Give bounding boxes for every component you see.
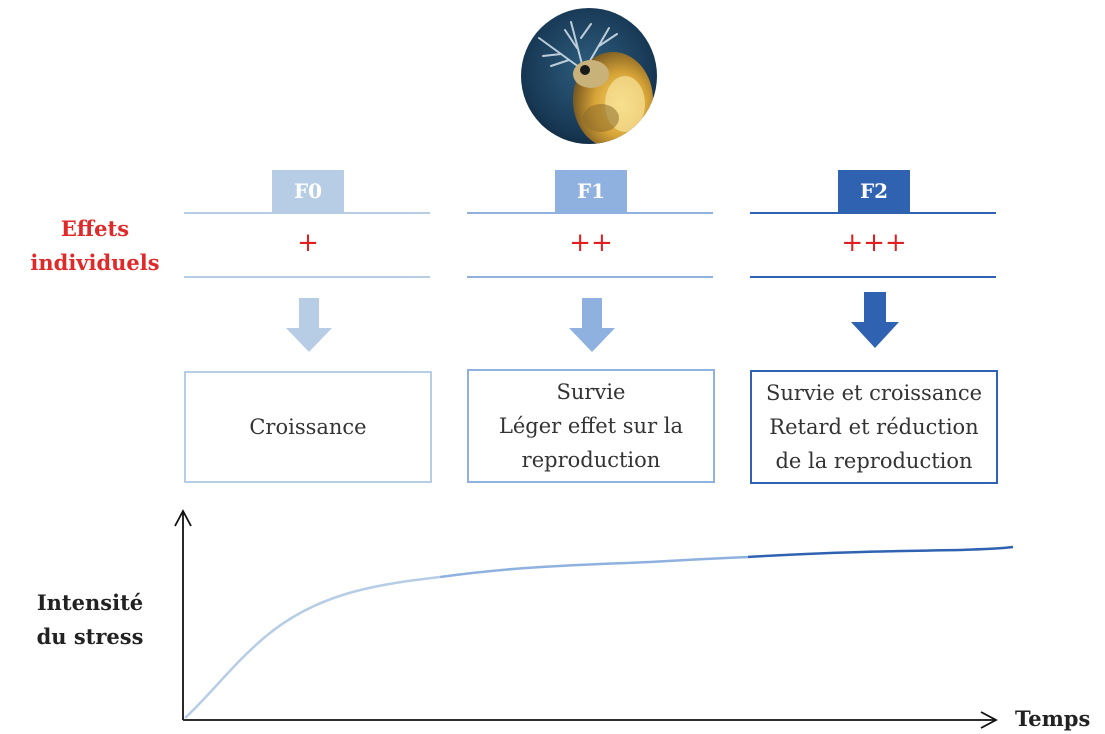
down-arrow-icon (850, 292, 900, 350)
effect-box-f1: Survie Léger effet sur la reproduction (467, 369, 715, 483)
curve-segment-f1 (439, 555, 749, 579)
stress-curve-chart (0, 500, 1105, 734)
y-axis-arrow-icon (174, 509, 192, 527)
generation-label-f1: F1 (555, 170, 627, 212)
x-axis-arrow-icon (980, 711, 998, 729)
down-arrow-icon (284, 298, 334, 354)
box-line: Léger effet sur la (498, 414, 684, 438)
generation-label-f2: F2 (838, 170, 910, 212)
effects-label: Effets individuels (30, 216, 160, 275)
effect-level-f0: + (297, 228, 319, 258)
divider-bottom-f1 (467, 276, 713, 278)
box-line: Survie et croissance (765, 381, 983, 405)
divider-top-f1 (467, 212, 713, 214)
box-line: reproduction (521, 448, 661, 472)
daphnia-photo (521, 8, 657, 144)
effect-level-f1: ++ (569, 228, 613, 258)
curve-segment-f0 (184, 575, 441, 719)
generation-label-f0: F0 (272, 170, 344, 212)
divider-bottom-f2 (750, 276, 996, 278)
down-arrow-icon (567, 298, 617, 354)
divider-bottom-f0 (184, 276, 430, 278)
box-line: Retard et réduction (769, 415, 979, 439)
divider-top-f0 (184, 212, 430, 214)
box-line: Croissance (249, 415, 367, 439)
effect-level-f2: +++ (841, 228, 907, 258)
effect-box-f2: Survie et croissance Retard et réduction… (750, 370, 998, 484)
stress-axis-label: Intensité du stress (36, 590, 144, 649)
x-axis-label: Temps (1015, 706, 1091, 731)
box-line: de la reproduction (775, 449, 973, 473)
curve-segment-f2 (747, 545, 1014, 559)
effect-box-f0: Croissance (184, 371, 432, 483)
box-line: Survie (556, 380, 626, 404)
divider-top-f2 (750, 212, 996, 214)
